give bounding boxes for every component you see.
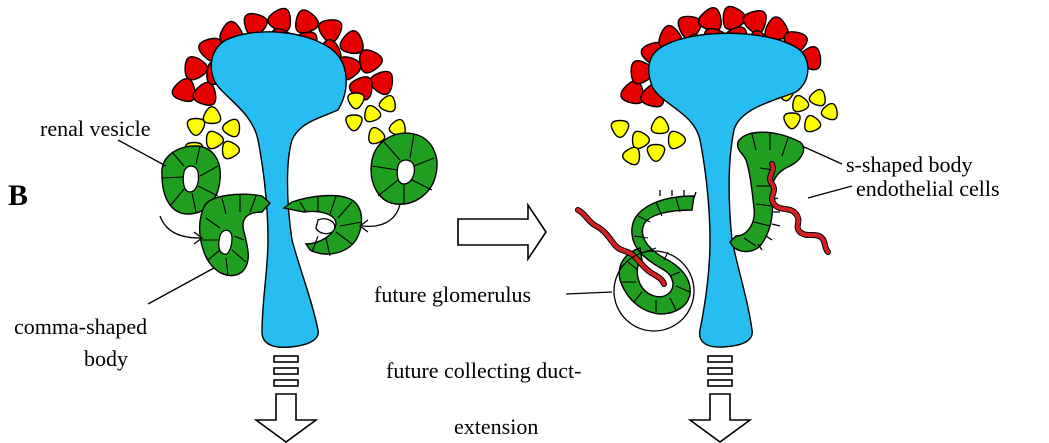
yellow-cell xyxy=(379,96,395,112)
yellow-cell xyxy=(784,113,800,129)
cap-cell xyxy=(185,57,208,80)
cap-cell xyxy=(360,50,383,73)
label-future-collecting-duct-line1: future collecting duct- xyxy=(386,358,581,383)
yellow-cell xyxy=(669,131,686,148)
yellow-cell xyxy=(223,141,240,158)
comma-shaped-body-right xyxy=(284,196,362,256)
s-shaped-body xyxy=(730,132,804,252)
extension-arrow-left xyxy=(256,356,316,442)
curved-arrow-left xyxy=(160,216,200,238)
yellow-cell xyxy=(793,96,809,112)
progression-arrow xyxy=(458,205,546,259)
endothelial-cells xyxy=(578,164,828,284)
yellow-cell xyxy=(207,131,224,148)
yellow-cell xyxy=(346,115,362,131)
right-stage xyxy=(566,6,852,442)
extension-arrow-right xyxy=(690,356,750,442)
yellow-cell xyxy=(633,131,650,148)
yellow-cell xyxy=(651,117,668,134)
cap-cell xyxy=(172,79,195,102)
yellow-cell xyxy=(348,93,364,109)
yellow-cell xyxy=(203,107,220,124)
cap-cell xyxy=(340,31,363,54)
cap-cell xyxy=(699,8,722,31)
yellow-cell xyxy=(611,121,628,138)
ureteric-bud-left xyxy=(211,32,346,348)
cap-cell xyxy=(370,71,393,94)
label-s-shaped-body: s-shaped body xyxy=(846,152,972,177)
yellow-cell xyxy=(187,119,204,136)
renal-vesicle-right xyxy=(371,133,437,204)
comma-shaped-body-left xyxy=(200,194,270,276)
yellow-cell xyxy=(809,90,825,106)
yellow-cell xyxy=(647,145,664,162)
cap-cell xyxy=(723,6,746,29)
label-future-glomerulus: future glomerulus xyxy=(374,282,531,307)
yellow-cell xyxy=(821,104,837,120)
cap-cell xyxy=(621,81,644,104)
cap-cell xyxy=(296,10,319,33)
label-comma-shaped-body-line2: body xyxy=(84,346,128,371)
yellow-cell xyxy=(805,116,821,132)
yellow-cell xyxy=(365,106,381,122)
panel-label: B xyxy=(8,179,28,212)
leader-comma-shaped-body xyxy=(148,268,214,304)
leader-s-shaped-body xyxy=(802,146,842,164)
label-endothelial-cells: endothelial cells xyxy=(856,176,1000,201)
curved-arrow-right xyxy=(362,204,400,226)
label-comma-shaped-body-line1: comma-shaped xyxy=(14,314,147,339)
leader-future-glomerulus xyxy=(566,292,612,294)
leader-renal-vesicle xyxy=(118,140,166,166)
cap-cell xyxy=(743,11,766,34)
yellow-cell xyxy=(623,147,640,164)
cap-cell xyxy=(193,82,216,105)
label-renal-vesicle: renal vesicle xyxy=(40,116,151,141)
yellow-cell xyxy=(223,119,240,136)
leader-endothelial-cells xyxy=(808,186,852,198)
label-future-collecting-duct-line2: extension xyxy=(454,414,538,439)
